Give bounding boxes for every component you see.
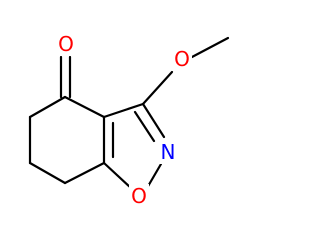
ring-oxygen-atom: O	[129, 184, 149, 208]
bond-o-c7a	[102, 161, 133, 190]
bond-c3-n-a	[141, 102, 166, 139]
ring-oxygen-label: O	[131, 184, 147, 208]
methoxy-oxygen-atom: O	[172, 47, 192, 71]
bond-n-o	[145, 162, 163, 190]
ring-nitrogen-label: N	[161, 140, 176, 164]
bond-methoxy-o-ch3	[190, 36, 230, 59]
methoxy-oxygen-label: O	[174, 47, 190, 71]
bond-c3a-c3	[102, 102, 145, 119]
carbonyl-oxygen-label: O	[58, 32, 74, 56]
bond-c3-methoxy-o	[141, 70, 174, 106]
bond-c3-n-b	[133, 110, 156, 143]
ring-nitrogen-atom: N	[158, 140, 178, 164]
bond-c6-c7	[28, 161, 67, 185]
bond-c7-c7a	[63, 161, 106, 185]
bond-c4-c5	[28, 95, 67, 119]
carbonyl-oxygen-atom: O	[56, 32, 76, 56]
bond-c4-c3a	[63, 95, 106, 119]
molecule-structure: O O N O	[28, 32, 230, 208]
